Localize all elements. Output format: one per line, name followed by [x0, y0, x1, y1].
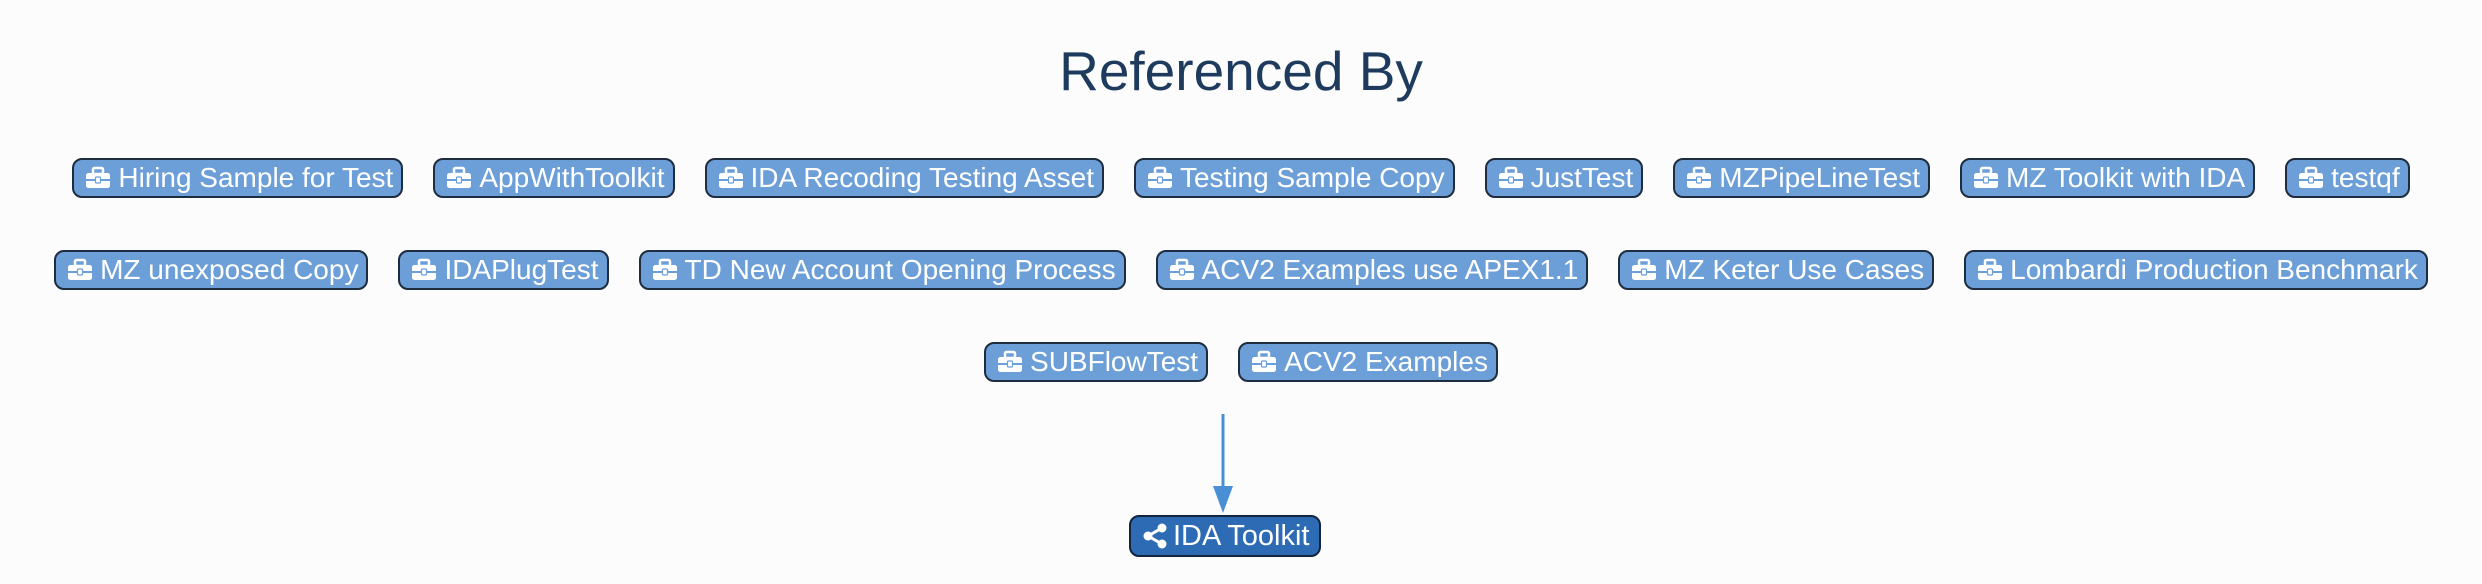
arrowhead-icon	[1213, 486, 1233, 513]
page-title: Referenced By	[1059, 40, 1423, 102]
referencing-node[interactable]: IDAPlugTest	[398, 250, 609, 290]
briefcase-icon	[1976, 258, 2004, 282]
referencing-node[interactable]: Testing Sample Copy	[1133, 158, 1455, 198]
node-label: Lombardi Production Benchmark	[2010, 254, 2418, 285]
referencing-row-3: SUBFlowTest ACV2 Examples	[0, 342, 2482, 382]
briefcase-icon	[1630, 258, 1658, 282]
target-label: IDA Toolkit	[1173, 519, 1310, 552]
node-label: IDA Recoding Testing Asset	[750, 162, 1094, 193]
node-label: ACV2 Examples	[1284, 346, 1488, 377]
briefcase-icon	[1146, 166, 1174, 190]
referencing-node[interactable]: MZ Keter Use Cases	[1618, 250, 1935, 290]
referencing-node[interactable]: JustTest	[1484, 158, 1644, 198]
node-label: JustTest	[1530, 162, 1634, 193]
briefcase-icon	[1497, 166, 1525, 190]
referencing-node[interactable]: MZPipeLineTest	[1673, 158, 1931, 198]
referencing-node[interactable]: Lombardi Production Benchmark	[1964, 250, 2428, 290]
briefcase-icon	[1972, 166, 2000, 190]
referencing-node[interactable]: MZ Toolkit with IDA	[1960, 158, 2256, 198]
target-node[interactable]: IDA Toolkit	[1129, 515, 1322, 557]
briefcase-icon	[84, 166, 112, 190]
briefcase-icon	[2297, 166, 2325, 190]
node-label: IDAPlugTest	[444, 254, 599, 285]
briefcase-icon	[66, 258, 94, 282]
node-label: MZ Keter Use Cases	[1664, 254, 1925, 285]
node-label: TD New Account Opening Process	[684, 254, 1116, 285]
node-label: MZPipeLineTest	[1719, 162, 1921, 193]
briefcase-icon	[996, 350, 1024, 374]
briefcase-icon	[445, 166, 473, 190]
referencing-node[interactable]: TD New Account Opening Process	[638, 250, 1126, 290]
node-label: ACV2 Examples use APEX1.1	[1201, 254, 1579, 285]
node-label: testqf	[2331, 162, 2400, 193]
referencing-node[interactable]: SUBFlowTest	[984, 342, 1209, 382]
briefcase-icon	[1685, 166, 1713, 190]
node-label: Hiring Sample for Test	[118, 162, 394, 193]
referencing-node[interactable]: ACV2 Examples use APEX1.1	[1155, 250, 1589, 290]
briefcase-icon	[651, 258, 679, 282]
referencing-row-1: Hiring Sample for Test AppWithToolkit ID…	[0, 158, 2482, 198]
node-label: Testing Sample Copy	[1179, 162, 1445, 193]
referencing-node[interactable]: Hiring Sample for Test	[72, 158, 404, 198]
referencing-node[interactable]: AppWithToolkit	[433, 158, 675, 198]
node-label: SUBFlowTest	[1030, 346, 1199, 377]
referencing-node[interactable]: MZ unexposed Copy	[54, 250, 369, 290]
node-label: AppWithToolkit	[479, 162, 665, 193]
referencing-node[interactable]: testqf	[2285, 158, 2410, 198]
briefcase-icon	[410, 258, 438, 282]
share-icon	[1143, 523, 1167, 549]
referencing-row-2: MZ unexposed Copy IDAPlugTest TD New Acc…	[0, 250, 2482, 290]
briefcase-icon	[1168, 258, 1196, 282]
referencing-node[interactable]: IDA Recoding Testing Asset	[704, 158, 1104, 198]
node-label: MZ unexposed Copy	[100, 254, 359, 285]
briefcase-icon	[717, 166, 745, 190]
briefcase-icon	[1250, 350, 1278, 374]
node-label: MZ Toolkit with IDA	[2006, 162, 2246, 193]
referencing-node[interactable]: ACV2 Examples	[1238, 342, 1498, 382]
